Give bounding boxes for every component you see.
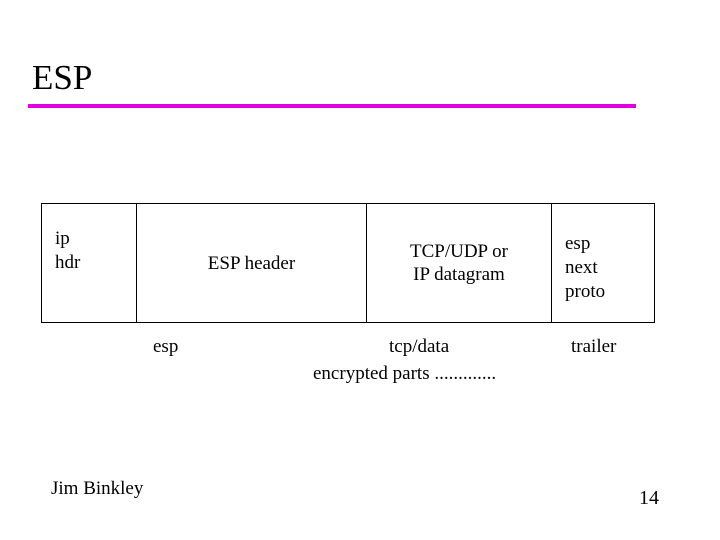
title-underline-rule (28, 104, 636, 108)
annotation-tcp-data: tcp/data (389, 336, 450, 357)
ip-header-line-2: hdr (55, 252, 81, 273)
diagram-cell-ip-header: ip hdr (42, 204, 136, 322)
diagram-cell-esp-header: ESP header (136, 204, 366, 322)
esp-header-label: ESP header (207, 252, 296, 274)
payload-line-1: TCP/UDP or (409, 241, 508, 262)
diagram-cell-esp-trailer: esp next proto (551, 204, 654, 322)
esp-trailer-line-2: next (565, 257, 598, 278)
diagram-cell-payload: TCP/UDP or IP datagram (366, 204, 551, 322)
footer-page-number: 14 (639, 487, 659, 509)
esp-trailer-line-1: esp (565, 233, 591, 254)
page-title: ESP (32, 58, 93, 97)
payload-line-2: IP datagram (413, 264, 505, 285)
annotation-trailer: trailer (571, 336, 617, 357)
annotation-encrypted-parts: encrypted parts ............. (313, 363, 497, 384)
footer-author: Jim Binkley (51, 478, 144, 499)
ip-header-line-1: ip (55, 228, 70, 249)
diagram-annotations: esp tcp/data trailer encrypted parts ...… (41, 335, 666, 395)
annotation-esp: esp (153, 336, 179, 357)
esp-packet-diagram: ip hdr ESP header TCP/UDP or IP datagram… (41, 203, 655, 323)
esp-trailer-line-3: proto (565, 281, 606, 302)
